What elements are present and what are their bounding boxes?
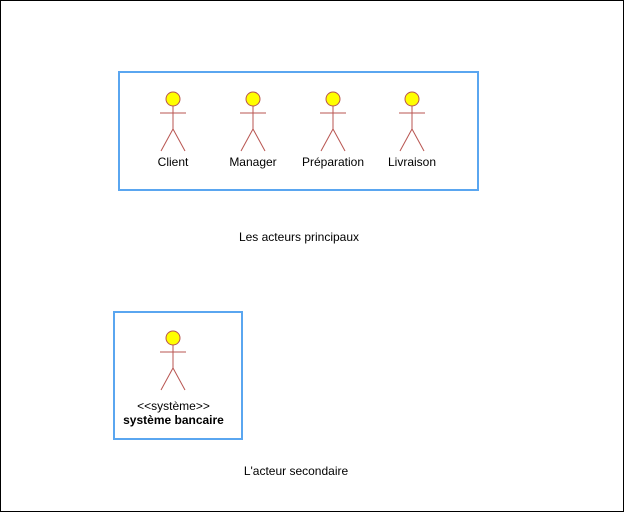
actor-manager[interactable]: Manager xyxy=(223,91,283,169)
actor-client[interactable]: Client xyxy=(143,91,203,169)
actor-manager-icon xyxy=(240,91,266,152)
actor-systeme-bancaire-icon xyxy=(160,330,186,391)
actor-livraison-label: Livraison xyxy=(387,155,437,169)
secondary-actor-caption: L'acteur secondaire xyxy=(243,464,349,478)
actor-livraison[interactable]: Livraison xyxy=(382,91,442,169)
actor-client-icon xyxy=(160,91,186,152)
primary-actors-group[interactable] xyxy=(118,71,479,191)
actor-preparation-label: Préparation xyxy=(301,155,365,169)
actor-livraison-icon xyxy=(399,91,425,152)
actor-preparation-icon xyxy=(320,91,346,152)
actor-client-label: Client xyxy=(157,155,189,169)
actor-systeme-bancaire-label: système bancaire xyxy=(123,413,224,427)
primary-actors-caption: Les acteurs principaux xyxy=(238,230,360,244)
actor-systeme-bancaire[interactable] xyxy=(143,330,203,400)
actor-manager-label: Manager xyxy=(229,155,277,169)
actor-systeme-bancaire-stereotype: <<système>> xyxy=(137,399,210,413)
secondary-actor-group[interactable] xyxy=(113,311,243,440)
actor-preparation[interactable]: Préparation xyxy=(302,91,364,169)
